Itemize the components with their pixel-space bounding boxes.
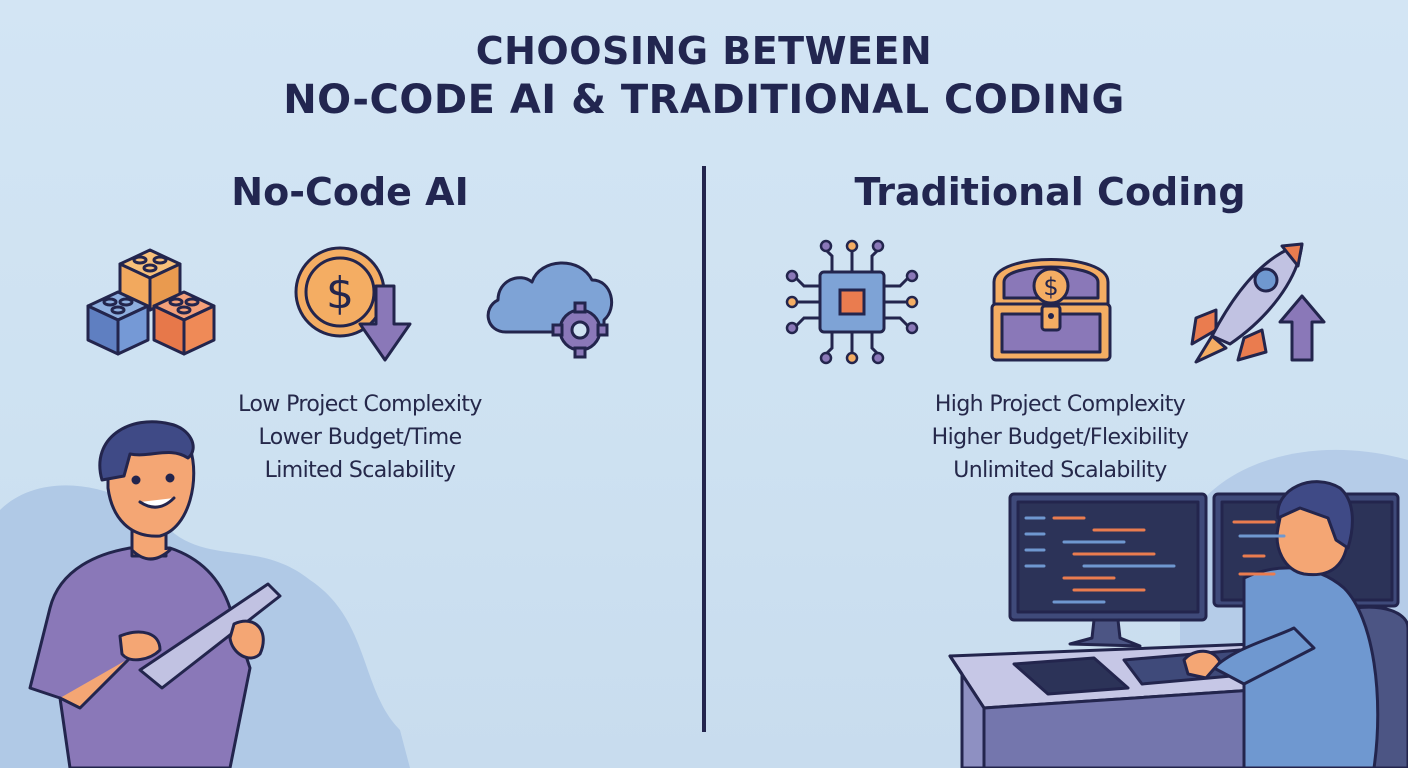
building-blocks-icon <box>86 248 216 356</box>
person-with-tablet-illustration <box>28 420 282 768</box>
rocket-growth-icon <box>1190 242 1326 364</box>
title-line-2: NO-CODE AI & TRADITIONAL CODING <box>283 77 1125 123</box>
svg-text:$: $ <box>326 268 354 319</box>
no-code-heading: No-Code AI <box>231 170 469 214</box>
feature-budget: Higher Budget/Flexibility <box>931 425 1189 450</box>
developer-at-desk-illustration <box>948 480 1408 768</box>
traditional-coding-heading: Traditional Coding <box>854 170 1246 214</box>
cpu-chip-icon <box>785 239 919 365</box>
feature-scalability: Unlimited Scalability <box>953 458 1167 483</box>
cost-down-icon: $ <box>294 246 412 362</box>
column-divider <box>702 166 706 732</box>
treasure-chest-icon: $ <box>990 258 1112 362</box>
feature-budget: Lower Budget/Time <box>258 425 462 450</box>
svg-text:$: $ <box>1043 273 1058 301</box>
feature-complexity: High Project Complexity <box>934 392 1186 417</box>
cloud-gear-icon <box>486 261 614 359</box>
page-title: CHOOSING BETWEEN NO-CODE AI & TRADITIONA… <box>0 28 1408 126</box>
feature-scalability: Limited Scalability <box>264 458 456 483</box>
title-line-1: CHOOSING BETWEEN <box>475 29 933 73</box>
feature-complexity: Low Project Complexity <box>238 392 482 417</box>
traditional-coding-features: High Project Complexity Higher Budget/Fl… <box>900 388 1220 487</box>
no-code-features: Low Project Complexity Lower Budget/Time… <box>200 388 520 487</box>
